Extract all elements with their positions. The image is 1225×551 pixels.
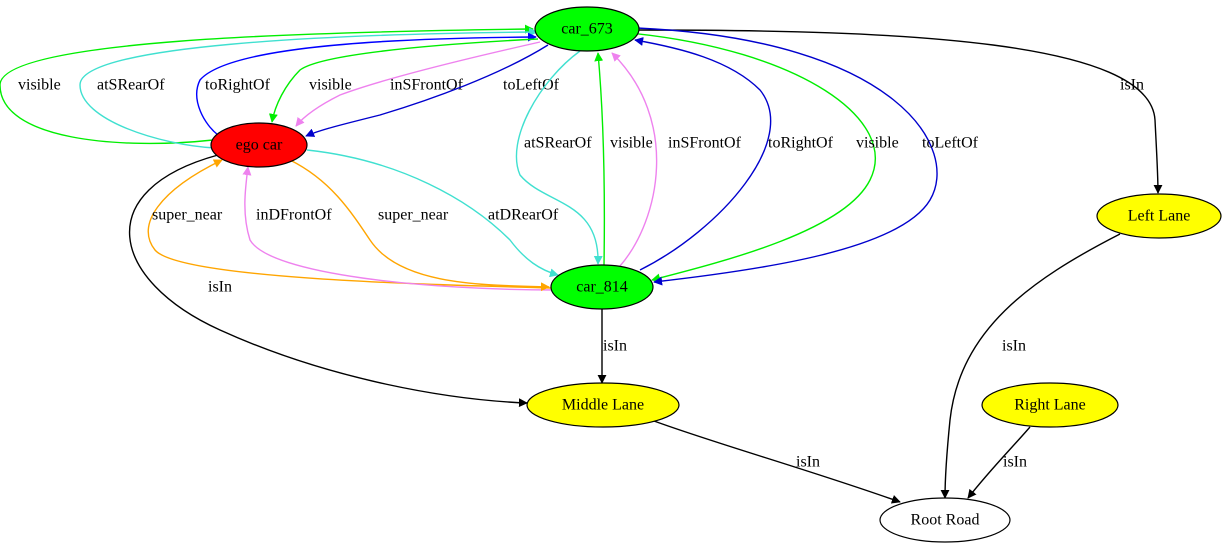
- edge-car_673-atsrearof-car_814: atSRearOf: [515, 50, 603, 265]
- edge-ego-visible-car_673: visible: [0, 24, 534, 145]
- edge-car_673-isin-left: isIn: [638, 29, 1163, 194]
- node-ellipse: [1096, 193, 1222, 239]
- node-label: Right Lane: [1014, 397, 1086, 414]
- edge-line: [196, 32, 537, 136]
- node-car-673: car_673: [534, 6, 640, 52]
- edge-line: [940, 233, 1121, 499]
- node-label: car_673: [561, 21, 613, 38]
- node-root: Root Road: [879, 497, 1011, 543]
- node-ellipse: [210, 122, 308, 168]
- edge-ego-atdrearof-car_814: atDRearOf: [306, 149, 559, 278]
- edge-line: [289, 159, 550, 292]
- edge-left-isin-root: isIn: [940, 233, 1121, 499]
- edge-label: super_near: [152, 207, 223, 224]
- node-ellipse: [879, 497, 1011, 543]
- edge-line: [634, 36, 772, 271]
- node-ellipse: [526, 382, 680, 428]
- node-ego: ego car: [210, 122, 308, 168]
- edge-label: visible: [856, 135, 899, 152]
- edge-car_814-indfrontof-ego: inDFrontOf: [242, 166, 557, 291]
- node-label: Middle Lane: [562, 397, 644, 414]
- node-right: Right Lane: [981, 382, 1119, 428]
- edge-car_814-visible-car_673: visible: [594, 52, 653, 266]
- edge-car_814-isin-middle: isIn: [597, 309, 627, 384]
- edge-line: [636, 27, 938, 286]
- edge-label: isIn: [1003, 454, 1027, 471]
- node-label: Root Road: [911, 512, 980, 529]
- edge-car_673-toleftof-car_814: toLeftOf: [636, 27, 979, 286]
- edge-label: toLeftOf: [503, 77, 560, 94]
- edges-layer: visible atSRearOf toRightOf visible inSFront…: [0, 24, 1163, 504]
- edge-line: [594, 52, 606, 266]
- edge-label: visible: [18, 77, 61, 94]
- edge-line: [268, 38, 539, 123]
- edge-label: toRightOf: [768, 135, 834, 152]
- edge-label: isIn: [1002, 338, 1026, 355]
- node-car-814: car_814: [550, 264, 654, 310]
- edge-car_814-super-near-ego: super_near: [147, 159, 553, 289]
- edge-label: inDFrontOf: [256, 207, 332, 224]
- edge-ego-isin-middle: isIn: [128, 154, 528, 408]
- edge-car_814-insfrontof-car_673: inSFrontOf: [611, 52, 742, 267]
- edge-line: [295, 41, 541, 127]
- edge-line: [147, 159, 553, 289]
- edge-car_673-visible-car_814: visible: [629, 32, 899, 283]
- edge-car_673-visible-ego: visible: [268, 38, 539, 123]
- edge-line: [0, 24, 534, 145]
- edge-line: [653, 420, 901, 504]
- edge-label: inSFrontOf: [668, 135, 742, 152]
- edge-label: super_near: [378, 207, 449, 224]
- edge-label: isIn: [1120, 77, 1144, 94]
- edge-middle-isin-root: isIn: [653, 420, 901, 504]
- node-left: Left Lane: [1096, 193, 1222, 239]
- edge-line: [305, 44, 549, 137]
- node-middle: Middle Lane: [526, 382, 680, 428]
- node-ellipse: [981, 382, 1119, 428]
- edge-line: [242, 166, 557, 291]
- edge-line: [611, 52, 658, 267]
- node-label: car_814: [576, 279, 628, 296]
- edge-label: atDRearOf: [488, 207, 559, 224]
- edge-ego-super-near-car_814: super_near: [289, 159, 550, 292]
- node-ellipse: [534, 6, 640, 52]
- edge-label: atSRearOf: [97, 77, 165, 94]
- edge-label: toLeftOf: [922, 135, 979, 152]
- edge-line: [128, 154, 528, 408]
- node-label: Left Lane: [1128, 208, 1191, 225]
- edge-car_814-torightof-car_673: toRightOf: [634, 36, 834, 271]
- edge-line: [967, 426, 1031, 499]
- edge-car_673-toleftof-ego: toLeftOf: [305, 44, 560, 137]
- edge-car_673-insfrontof-ego: inSFrontOf: [295, 41, 541, 127]
- edge-label: inSFrontOf: [390, 77, 464, 94]
- edge-right-isin-root: isIn: [967, 426, 1031, 499]
- edge-label: atSRearOf: [524, 135, 592, 152]
- edge-label: isIn: [796, 454, 820, 471]
- edge-ego-torightof-car_673: toRightOf: [196, 32, 537, 136]
- edge-label: isIn: [603, 338, 627, 355]
- edge-label: isIn: [208, 279, 232, 296]
- edge-ego-atsrearof-car_673: atSRearOf: [79, 27, 538, 149]
- node-label: ego car: [236, 137, 283, 154]
- edge-line: [629, 32, 876, 283]
- edge-line: [79, 27, 538, 149]
- edge-label: toRightOf: [205, 77, 271, 94]
- edge-label: visible: [309, 77, 352, 94]
- edge-label: visible: [610, 135, 653, 152]
- node-ellipse: [550, 264, 654, 310]
- edge-line: [306, 149, 559, 278]
- edge-line: [638, 29, 1163, 194]
- edge-line: [515, 50, 603, 265]
